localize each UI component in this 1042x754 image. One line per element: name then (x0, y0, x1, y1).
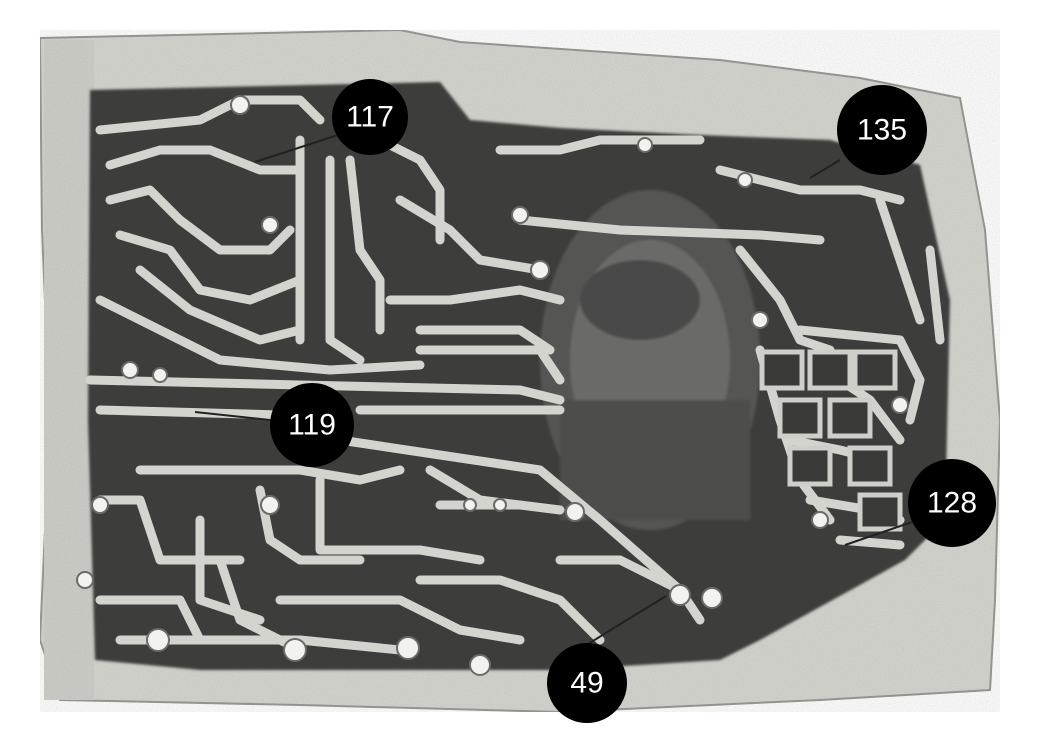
callout-117: 117 (332, 79, 408, 155)
callout-119: 119 (270, 383, 354, 467)
callout-label-128: 128 (927, 487, 977, 520)
callout-label-135: 135 (857, 114, 907, 147)
callout-49: 49 (547, 643, 627, 723)
callout-128: 128 (908, 459, 996, 547)
bolt-holes (76, 95, 909, 676)
callout-label-117: 117 (346, 101, 394, 134)
callout-label-49: 49 (570, 667, 603, 700)
chamber-grid (759, 349, 903, 532)
callout-label-119: 119 (288, 409, 336, 442)
leader-lines (194, 134, 913, 653)
callout-135: 135 (837, 85, 927, 175)
